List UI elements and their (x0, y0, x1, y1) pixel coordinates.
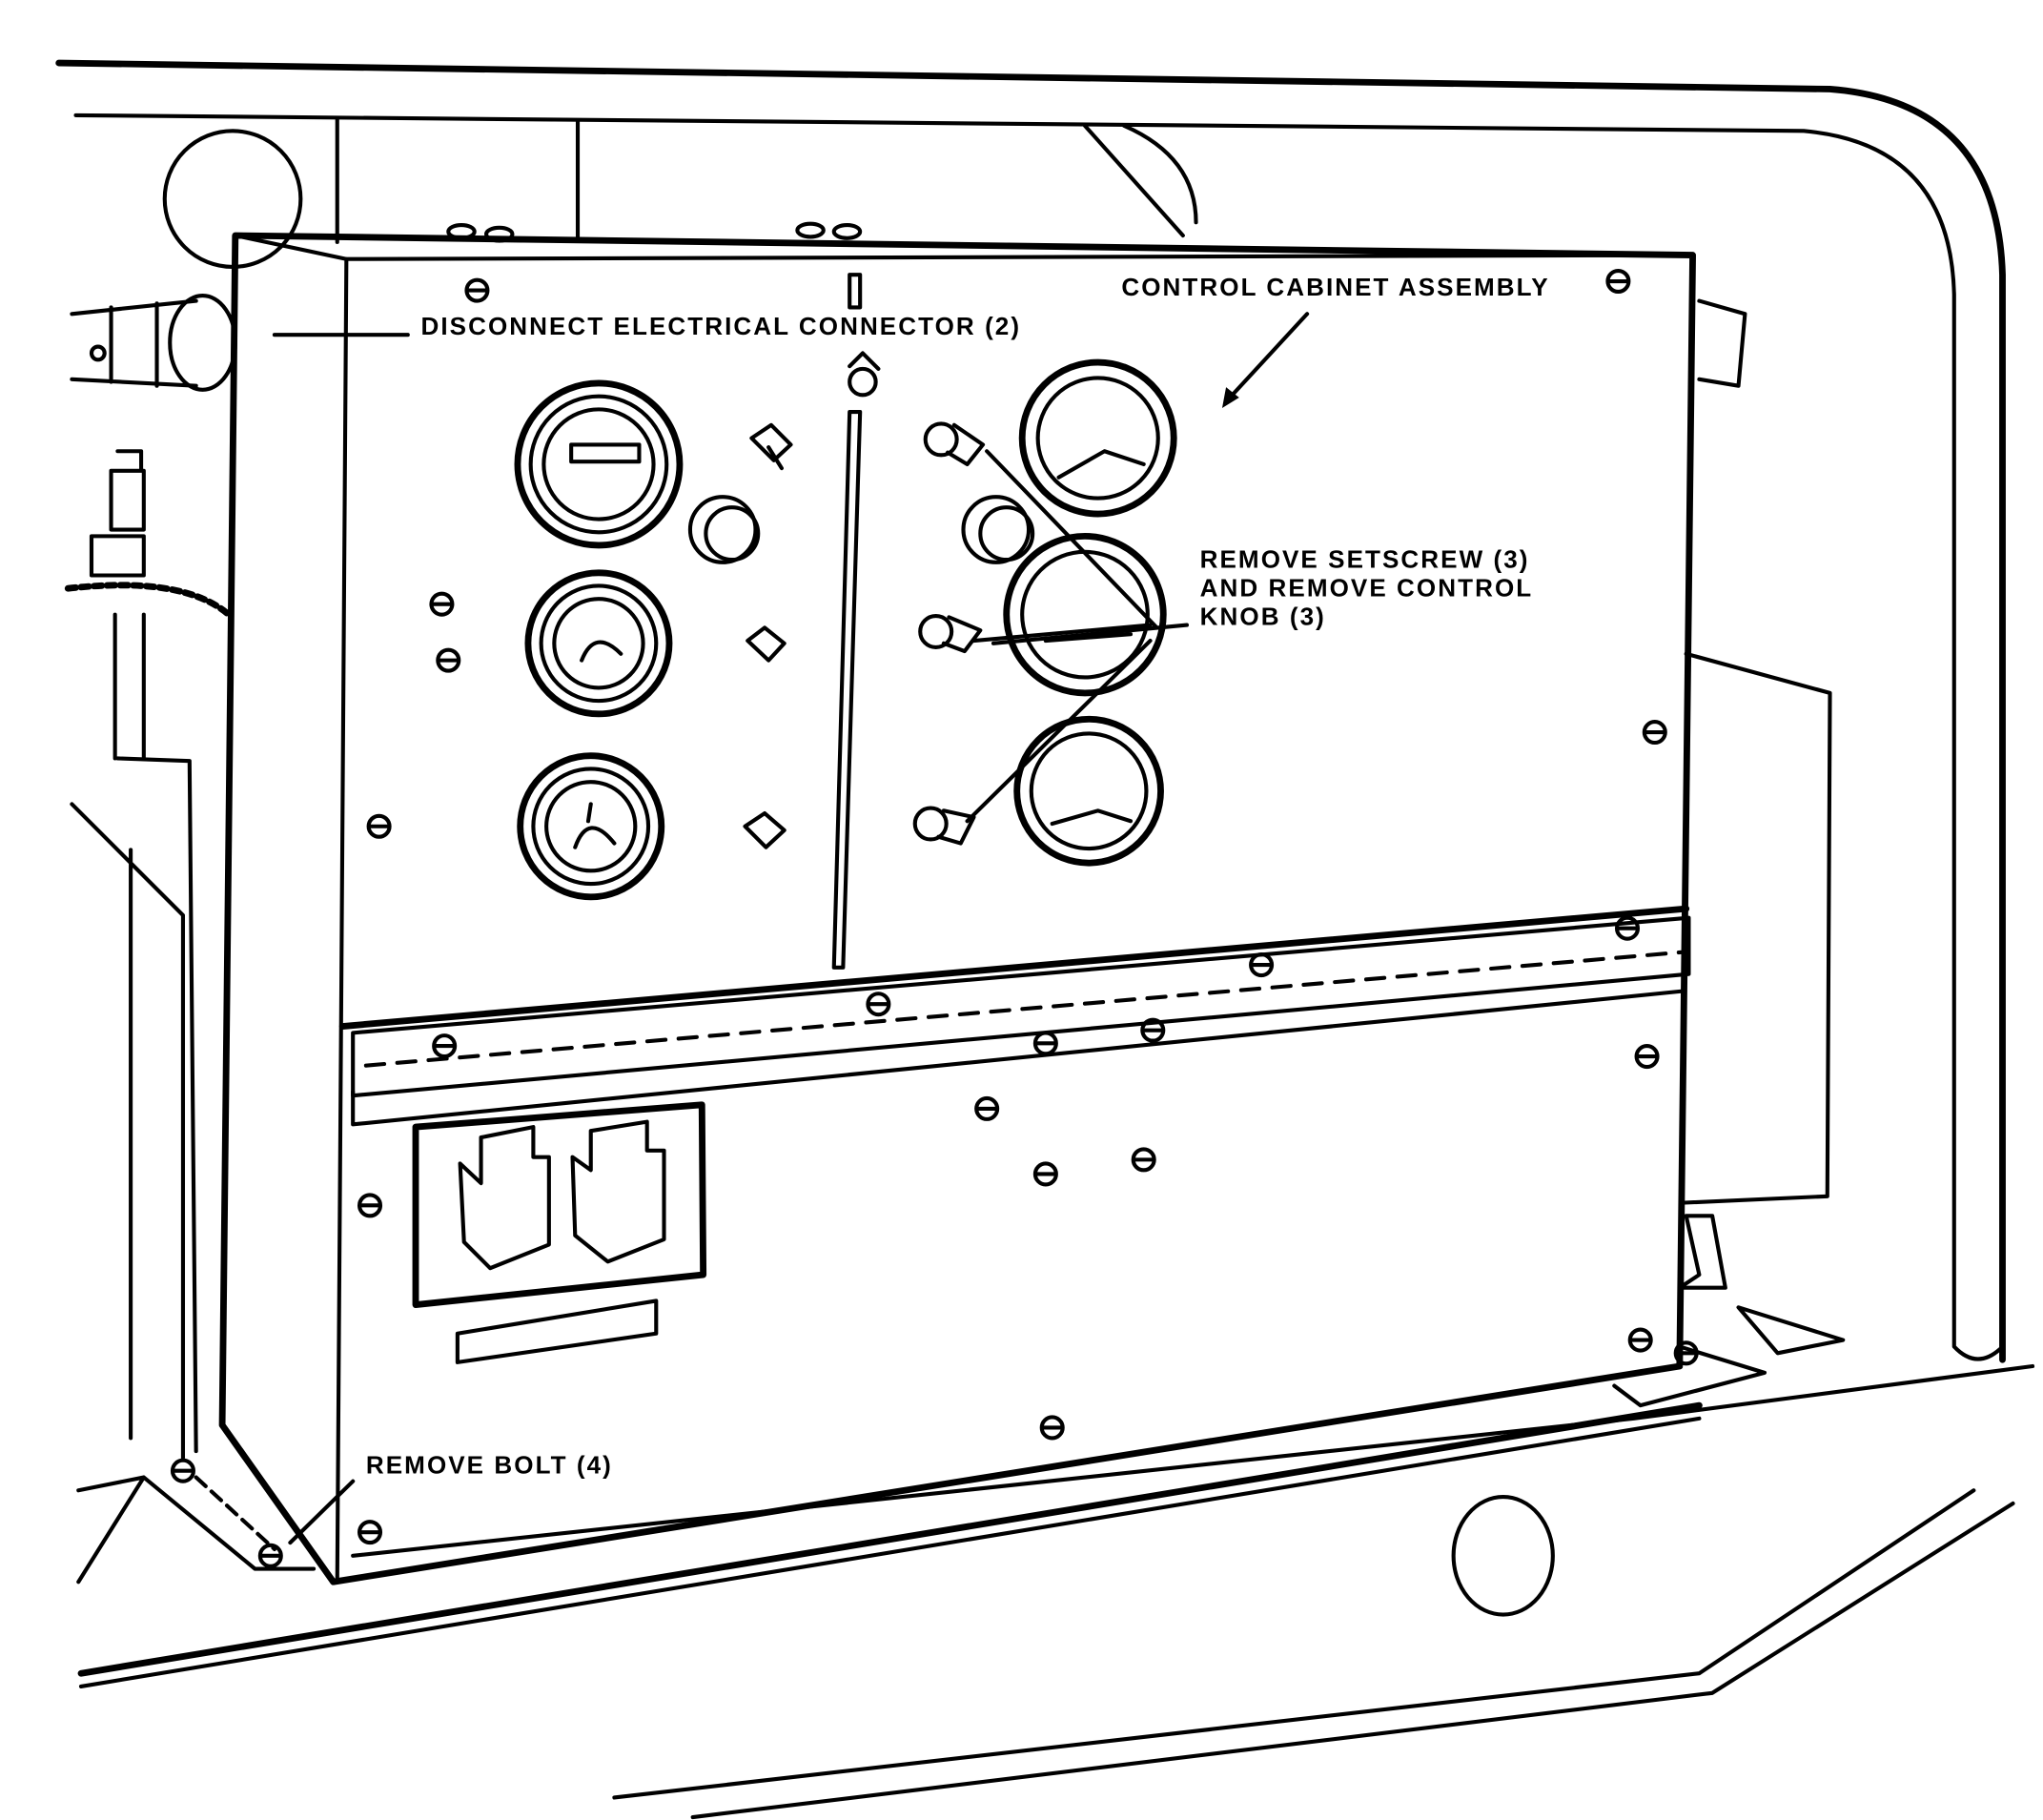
generator-housing (55, 59, 2035, 1820)
label-setscrew-1: REMOVE SETSCREW (3) (1200, 544, 1530, 573)
control-knobs (912, 421, 1159, 846)
label-control-cabinet: CONTROL CABINET ASSEMBLY (1121, 273, 1549, 301)
receptacles (412, 1101, 707, 1364)
label-disconnect-connector: DISCONNECT ELECTRICAL CONNECTOR (2) (420, 312, 1021, 340)
gauge-right-bottom (1013, 715, 1164, 867)
switches (687, 422, 1035, 849)
control-cabinet (218, 221, 1696, 1585)
gauge-left-bottom (517, 752, 665, 901)
gauge-left-middle (524, 569, 673, 718)
label-remove-bolt: REMOVE BOLT (4) (366, 1450, 613, 1479)
screws (170, 268, 1699, 1568)
gauge-hour-meter (514, 379, 684, 549)
gauge-right-top (1018, 358, 1177, 518)
gauge-right-middle (1003, 532, 1167, 697)
label-setscrew-2: AND REMOVE CONTROL (1200, 573, 1534, 602)
leader-lines (194, 312, 1310, 1552)
label-setscrew-3: KNOB (3) (1200, 603, 1326, 631)
